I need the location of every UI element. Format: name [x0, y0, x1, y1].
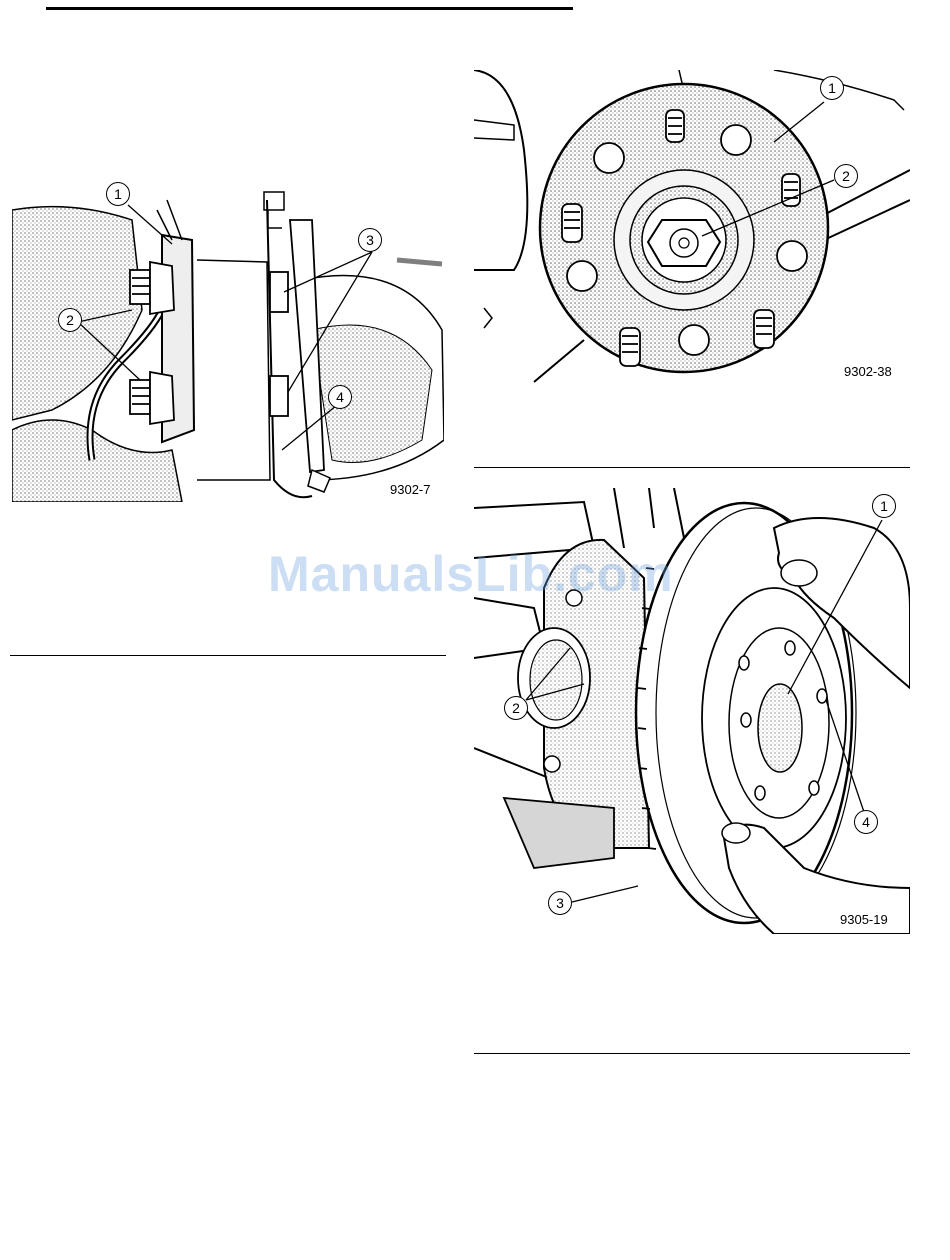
figure-3-callout-4: 4	[854, 810, 878, 834]
figure-1-callout-1: 1	[106, 182, 130, 206]
figure-2-callout-1: 1	[820, 76, 844, 100]
right-column-rule-1	[474, 467, 910, 468]
figure-hub-nut: 1 2 9302-38	[474, 70, 910, 388]
figure-3-id: 9305-19	[840, 912, 888, 927]
watermark: ManualsLib.com	[268, 545, 674, 603]
header-rule	[46, 7, 573, 10]
figure-3-callout-2: 2	[504, 696, 528, 720]
figure-1-callout-3: 3	[358, 228, 382, 252]
figure-3-callout-1: 1	[872, 494, 896, 518]
figure-2-id: 9302-38	[844, 364, 892, 379]
figure-hub-drawing	[474, 70, 910, 388]
figure-caliper-drawing	[12, 180, 444, 502]
figure-1-callout-4: 4	[328, 385, 352, 409]
figure-caliper-adapter-bolts: 1 2 3 4 9302-7	[12, 180, 444, 502]
figure-1-id: 9302-7	[390, 482, 430, 497]
left-column-rule	[10, 655, 446, 656]
figure-1-callout-2: 2	[58, 308, 82, 332]
figure-2-callout-2: 2	[834, 164, 858, 188]
right-column-rule-2	[474, 1053, 910, 1054]
figure-3-callout-3: 3	[548, 891, 572, 915]
